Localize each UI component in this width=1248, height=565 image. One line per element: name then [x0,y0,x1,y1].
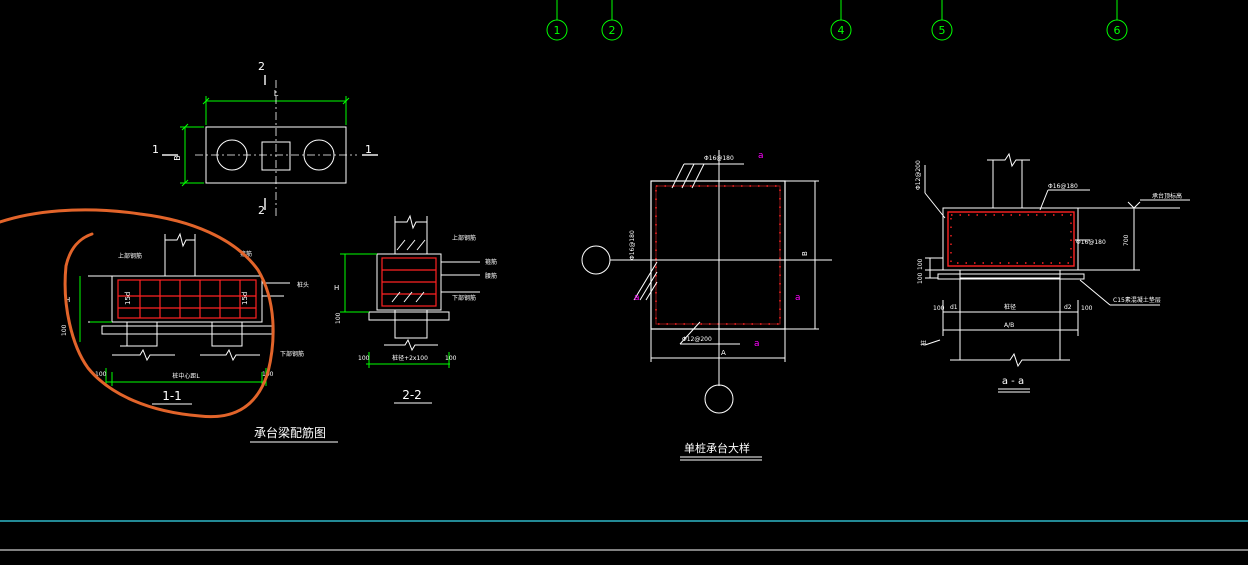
aa-label-AB: A/B [1004,322,1014,329]
sec11-label-pile-spacing: 桩中心距L [172,372,200,380]
sec22-label-side: 腰筋 [485,272,497,280]
aa-dim-100-b: 100 [917,272,924,284]
axis-bubbles: 1 2 4 5 6 [546,0,1128,41]
axis-bubble-label: 2 [609,24,616,37]
plan-section-mark-2-top: 2 [258,60,265,73]
cap-mark-a-top: a [758,151,764,161]
sec11-label-pile-head: 桩头 [297,281,309,289]
sec11-dim-100-left: 100 [95,371,107,378]
aa-label-pile: 桩 [920,340,928,346]
cap-mark-a-right: a [795,293,801,303]
sec11-label-top-rebar: 上部钢筋 [118,252,142,260]
axis-bubble-label: 6 [1114,24,1121,37]
sec22-dim-100-right: 100 [445,355,457,362]
sec22-label-bottom-rebar: 下部钢筋 [452,294,476,302]
sec11-title: 1-1 [162,389,182,403]
cap-dim-B: B [801,251,809,256]
aa-dim-100-right: 100 [1081,305,1093,312]
cap-rebar-top: Φ16@180 [704,155,734,162]
caption-left: 承台梁配筋图 [254,425,326,440]
sec22-dim-100-left: 100 [358,355,370,362]
cap-rebar-left: Φ16@180 [629,230,636,260]
aa-dim-100-left: 100 [933,305,945,312]
sec22-label-top-rebar: 上部钢筋 [452,234,476,242]
plan-dim-L: L [274,89,279,98]
axis-bubble-5[interactable]: 5 [931,0,953,41]
sec22-title: 2-2 [402,388,422,402]
aa-label-cushion: C15素混凝土垫层 [1113,296,1161,304]
axis-bubble-label: 4 [838,24,845,37]
plan-section-mark-1-right: 1 [365,143,372,156]
sec22-label-100: 100 [335,312,342,324]
cap-mark-a-bottom: a [754,339,760,349]
aa-dim-d2: d2 [1064,304,1072,311]
cap-rebar-bottom: Φ12@200 [682,336,712,343]
aa-label-top-elev: 承台顶标高 [1152,192,1182,200]
section-2-2[interactable]: 上部钢筋 箍筋 腰筋 下部钢筋 H 100 100 100 桩径+2x100 2… [334,214,497,404]
aa-dim-d1: d1 [950,304,958,311]
sec22-label-stirrup: 箍筋 [485,258,497,266]
section-a-a[interactable]: Φ12@200 Φ16@180 Φ16@180 承台顶标高 700 100 10… [915,152,1190,393]
axis-bubble-6[interactable]: 6 [1106,0,1128,41]
plan-section-mark-2-bottom: 2 [258,204,265,217]
axis-bubble-4[interactable]: 4 [830,0,852,41]
aa-label-pile-dia: 桩径 [1004,303,1016,311]
aa-rebar-side: Φ16@180 [1076,239,1106,246]
sec11-label-15d-left: 15d [124,292,132,305]
aa-rebar-top: Φ16@180 [1048,183,1078,190]
sec11-label-H: H [65,296,70,304]
axis-bubble-label: 5 [939,24,946,37]
plan-dim-B: B [173,155,182,161]
highlight-annotation [0,208,275,419]
cap-detail-title: 单桩承台大样 [684,441,750,455]
plan-column [261,141,291,171]
axis-bubble-1[interactable]: 1 [546,0,568,41]
aa-title: a - a [1002,376,1024,387]
single-pile-cap-detail[interactable]: Φ16@180 Φ16@180 Φ12@200 B A a a a a 单桩承台… [581,150,832,461]
plan-section-mark-1-left: 1 [152,143,159,156]
axis-bubble-2[interactable]: 2 [601,0,623,41]
axis-bubble-label: 1 [554,24,561,37]
sec11-label-stirrup: 箍筋 [240,250,252,258]
aa-rebar-left-top: Φ12@200 [915,160,922,190]
sec22-label-width: 桩径+2x100 [392,354,428,362]
cap-mark-a-left: a [634,293,640,303]
sec11-label-bottom-rebar: 下部钢筋 [280,350,304,358]
sec11-label-100: 100 [61,324,68,336]
sec11-label-15d-right: 15d [241,292,249,305]
aa-dim-700: 700 [1123,234,1130,246]
section-1-1[interactable]: 上部钢筋 箍筋 桩头 H 100 15d 15d 下部钢筋 100 100 桩中… [61,232,309,405]
rebar-dots [655,185,781,325]
sec22-label-H: H [334,284,339,292]
aa-dim-100-a: 100 [917,258,924,270]
cap-dim-A: A [721,349,726,357]
cap-plan-view[interactable]: L B 1 1 2 2 [152,60,378,218]
